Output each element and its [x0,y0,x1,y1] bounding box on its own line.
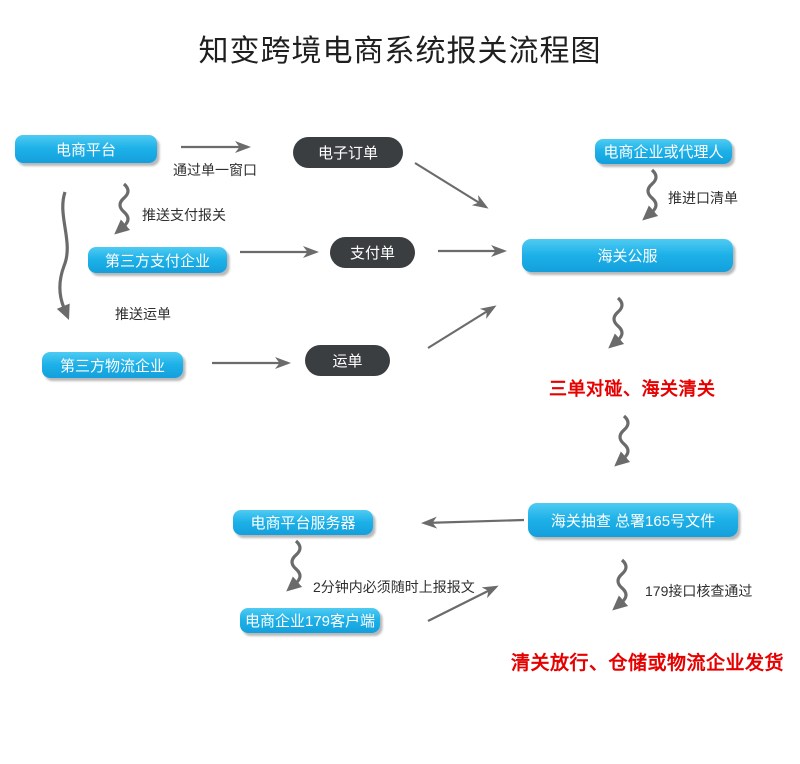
node-ecommerce-platform: 电商平台 [15,135,157,163]
node-waybill: 运单 [305,345,390,376]
page-title: 知变跨境电商系统报关流程图 [198,35,602,68]
arrow-waybill-to-customs-service [427,305,497,349]
edge-label-push-import-list: 推进口清单 [668,190,738,206]
edge-label-single-window: 通过单一窗口 [173,162,257,178]
node-ecommerce-enterprise-179-client: 电商企业179客户端 [240,608,380,633]
edge-label-push-waybill: 推送运单 [115,306,171,322]
node-customs-inspection-doc165: 海关抽查 总署165号文件 [528,503,738,537]
node-customs-public-service: 海关公服 [522,239,733,272]
node-electronic-order: 电子订单 [293,137,403,168]
node-payment-order: 支付单 [330,237,415,268]
wavy-arrow-customs-service-to-three-match [608,296,625,349]
wavy-arrow-inspection-to-release [612,558,629,611]
node-ecommerce-platform-server: 电商平台服务器 [233,510,373,535]
wavy-arrow-three-match-to-inspection [614,414,631,467]
node-third-party-payment-company: 第三方支付企业 [88,247,227,273]
status-clearance-release-shipping: 清关放行、仓储或物流企业发货 [511,653,785,674]
edge-label-179-interface-check: 179接口核查通过 [645,583,753,599]
wavy-arrow-platform-server-to-client179 [286,539,303,592]
wavy-arrow-platform-to-logistics-company [56,191,70,321]
edge-label-push-payment-declaration: 推送支付报关 [142,207,226,223]
node-third-party-logistics-company: 第三方物流企业 [42,352,183,378]
status-three-orders-match-clearance: 三单对碰、海关清关 [549,379,716,399]
arrow-inspection-to-platform-server [421,516,525,529]
wavy-arrow-platform-to-payment-company [114,182,131,235]
node-ecommerce-enterprise-or-agent: 电商企业或代理人 [595,139,732,164]
edge-label-report-within-2min: 2分钟内必须随时上报报文 [313,579,475,595]
wavy-arrow-agent-to-customs-service [642,168,659,221]
arrow-electronic-order-to-customs-service [414,162,489,209]
